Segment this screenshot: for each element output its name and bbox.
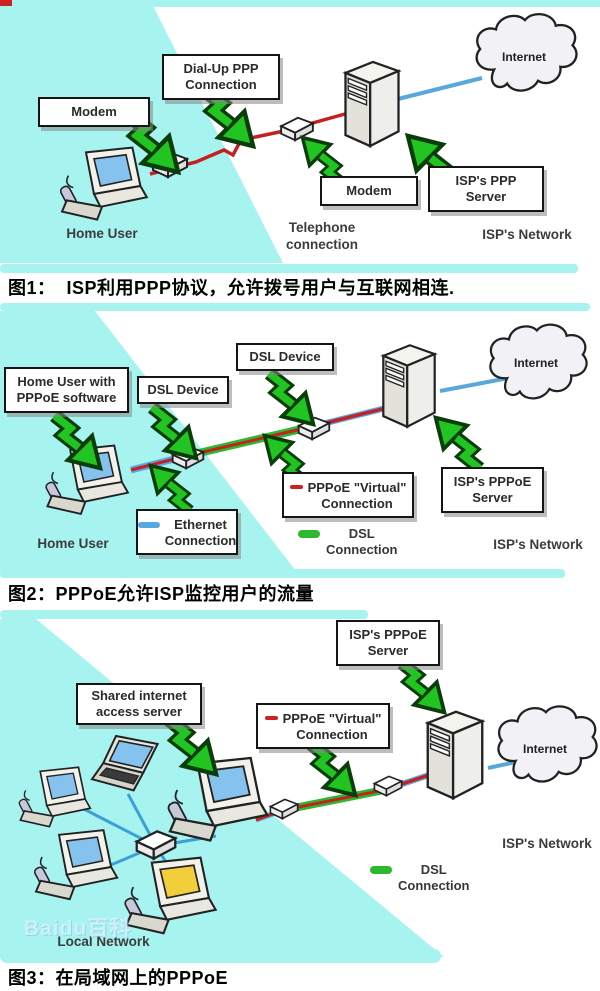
dsl-connection-legend: DSL Connection bbox=[370, 862, 470, 895]
dsl-device bbox=[269, 798, 299, 820]
green-arrow bbox=[269, 373, 313, 424]
ethernet-connection-text: Ethernet Connection bbox=[164, 517, 237, 548]
isp-pppoe-server-tower bbox=[382, 344, 436, 428]
dsl-connection-legend: DSL Connection bbox=[298, 526, 398, 559]
isp-ppp-server-label: ISP's PPP Server bbox=[428, 166, 544, 212]
dsl-device-label: DSL Device bbox=[137, 376, 229, 404]
modem-device bbox=[280, 116, 314, 142]
internet-text: Internet bbox=[522, 742, 567, 756]
corner-mark bbox=[0, 0, 12, 6]
shared-internet-access-server-label: Shared internet access server bbox=[76, 683, 202, 725]
isp-pppoe-server-label: ISP's PPPoE Server bbox=[441, 467, 544, 513]
internet-link-line bbox=[439, 375, 515, 393]
pppoe-virtual-connection-label: PPPoE "Virtual" Connection bbox=[256, 703, 390, 749]
modem-label: Modem bbox=[38, 97, 150, 127]
pppoe-virtual-line bbox=[185, 425, 311, 458]
dsl-connection-text: DSL Connection bbox=[398, 862, 470, 894]
blue-line-legend-icon bbox=[137, 522, 160, 528]
isp-network-text: ISP's Network bbox=[482, 227, 572, 242]
green-arrow bbox=[436, 418, 480, 469]
baidu-watermark: Baidu百科 bbox=[24, 917, 132, 940]
home-user-text: Home User bbox=[66, 226, 138, 241]
home-user-text: Home User bbox=[37, 536, 109, 551]
isp-network-text: ISP's Network bbox=[502, 836, 592, 851]
green-line-legend-icon bbox=[370, 866, 392, 874]
isp-ppp-server-tower bbox=[344, 60, 400, 148]
figure2-caption: 图2：PPPoE允许ISP监控用户的流量 bbox=[8, 584, 315, 604]
isp-network-text: ISP's Network bbox=[493, 537, 583, 552]
telephone-connection-text: Telephone connection bbox=[285, 220, 358, 252]
dsl-connection-text: DSL Connection bbox=[326, 526, 398, 558]
isp-pppoe-server-label: ISP's PPPoE Server bbox=[336, 620, 440, 666]
modem-label: Modem bbox=[320, 176, 418, 206]
green-arrow bbox=[402, 663, 445, 712]
figure1-caption: 图1： ISP利用PPP协议，允许拨号用户与互联网相连. bbox=[8, 278, 455, 298]
figure3-caption: 图3：在局域网上的PPPoE bbox=[8, 968, 229, 988]
home-user-pppoe-label: Home User with PPPoE software bbox=[4, 367, 129, 413]
red-line-legend-icon bbox=[264, 716, 278, 720]
pppoe-virtual-connection-label: PPPoE "Virtual" Connection bbox=[282, 472, 414, 518]
green-line-legend-icon bbox=[298, 530, 320, 538]
internet-text: Internet bbox=[501, 50, 546, 64]
internet-text: Internet bbox=[513, 356, 558, 370]
ethernet-connection-label: Ethernet Connection bbox=[136, 509, 238, 555]
pppoe-virtual-connection-text: PPPoE "Virtual" Connection bbox=[282, 711, 382, 742]
green-arrow bbox=[311, 744, 355, 795]
internet-link-line bbox=[397, 76, 483, 101]
red-line-legend-icon bbox=[289, 485, 303, 489]
pppoe-virtual-connection-text: PPPoE "Virtual" Connection bbox=[307, 480, 407, 511]
pppoe-virtual-line bbox=[283, 788, 385, 812]
isp-pppoe-server-tower bbox=[426, 710, 484, 800]
dsl-device bbox=[373, 775, 403, 797]
local-network-text: Local Network bbox=[57, 934, 150, 949]
dsl-device-label: DSL Device bbox=[236, 343, 334, 371]
dialup-ppp-connection-label: Dial-Up PPP Connection bbox=[162, 54, 280, 100]
